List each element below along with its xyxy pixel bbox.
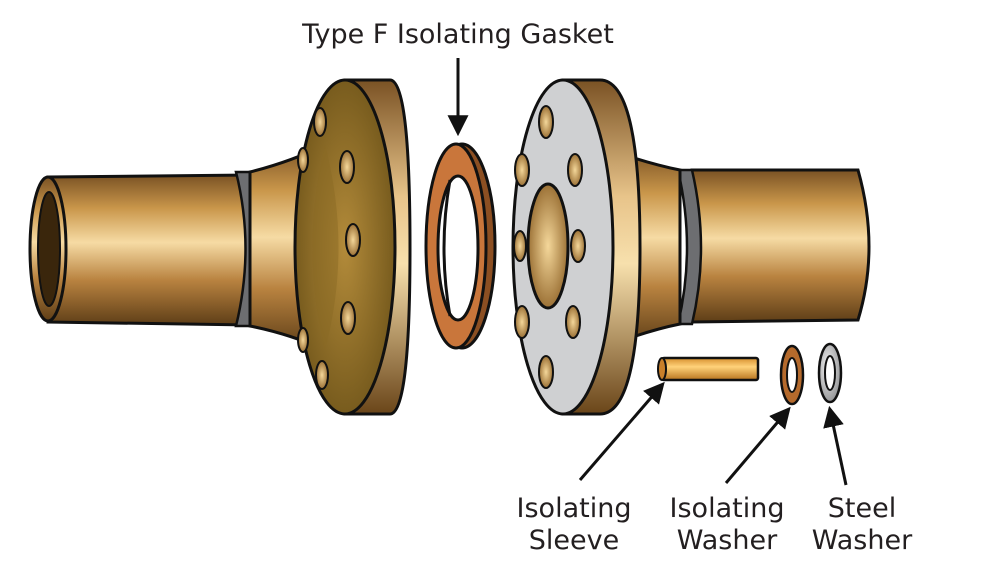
isolating-washer-label-line1: Isolating	[670, 493, 785, 524]
right-pipe	[690, 168, 871, 324]
callout-arrows	[447, 58, 848, 486]
left-pipe	[46, 173, 252, 327]
sleeve-arrow	[578, 381, 665, 481]
left-bolt-holes	[297, 107, 361, 390]
steel-washer-part	[817, 342, 843, 404]
isolating-sleeve-part	[657, 356, 760, 382]
isolating-washer-label-line2: Washer	[677, 525, 778, 556]
left-hub-overlap	[312, 145, 339, 350]
steel-washer-label-line1: Steel	[828, 493, 896, 524]
steel-washer-label-line2: Washer	[812, 525, 913, 556]
right-bolt-holes	[513, 105, 586, 389]
right-flange-assembly	[511, 78, 871, 416]
left-flange-assembly	[28, 78, 412, 416]
gasket-label: Type F Isolating Gasket	[301, 19, 614, 50]
right-flange-bore	[526, 182, 570, 310]
isolating-washer-arrow	[724, 406, 791, 484]
steel-washer-arrow	[823, 405, 848, 486]
sleeve-label-line2: Sleeve	[529, 525, 619, 556]
left-flange-face	[293, 78, 397, 416]
right-weld-bead	[676, 168, 703, 326]
left-pipe-bore	[37, 191, 61, 307]
isolating-gasket	[424, 142, 497, 350]
sleeve-label-line1: Isolating	[517, 493, 632, 524]
isolating-washer-part	[779, 344, 805, 406]
